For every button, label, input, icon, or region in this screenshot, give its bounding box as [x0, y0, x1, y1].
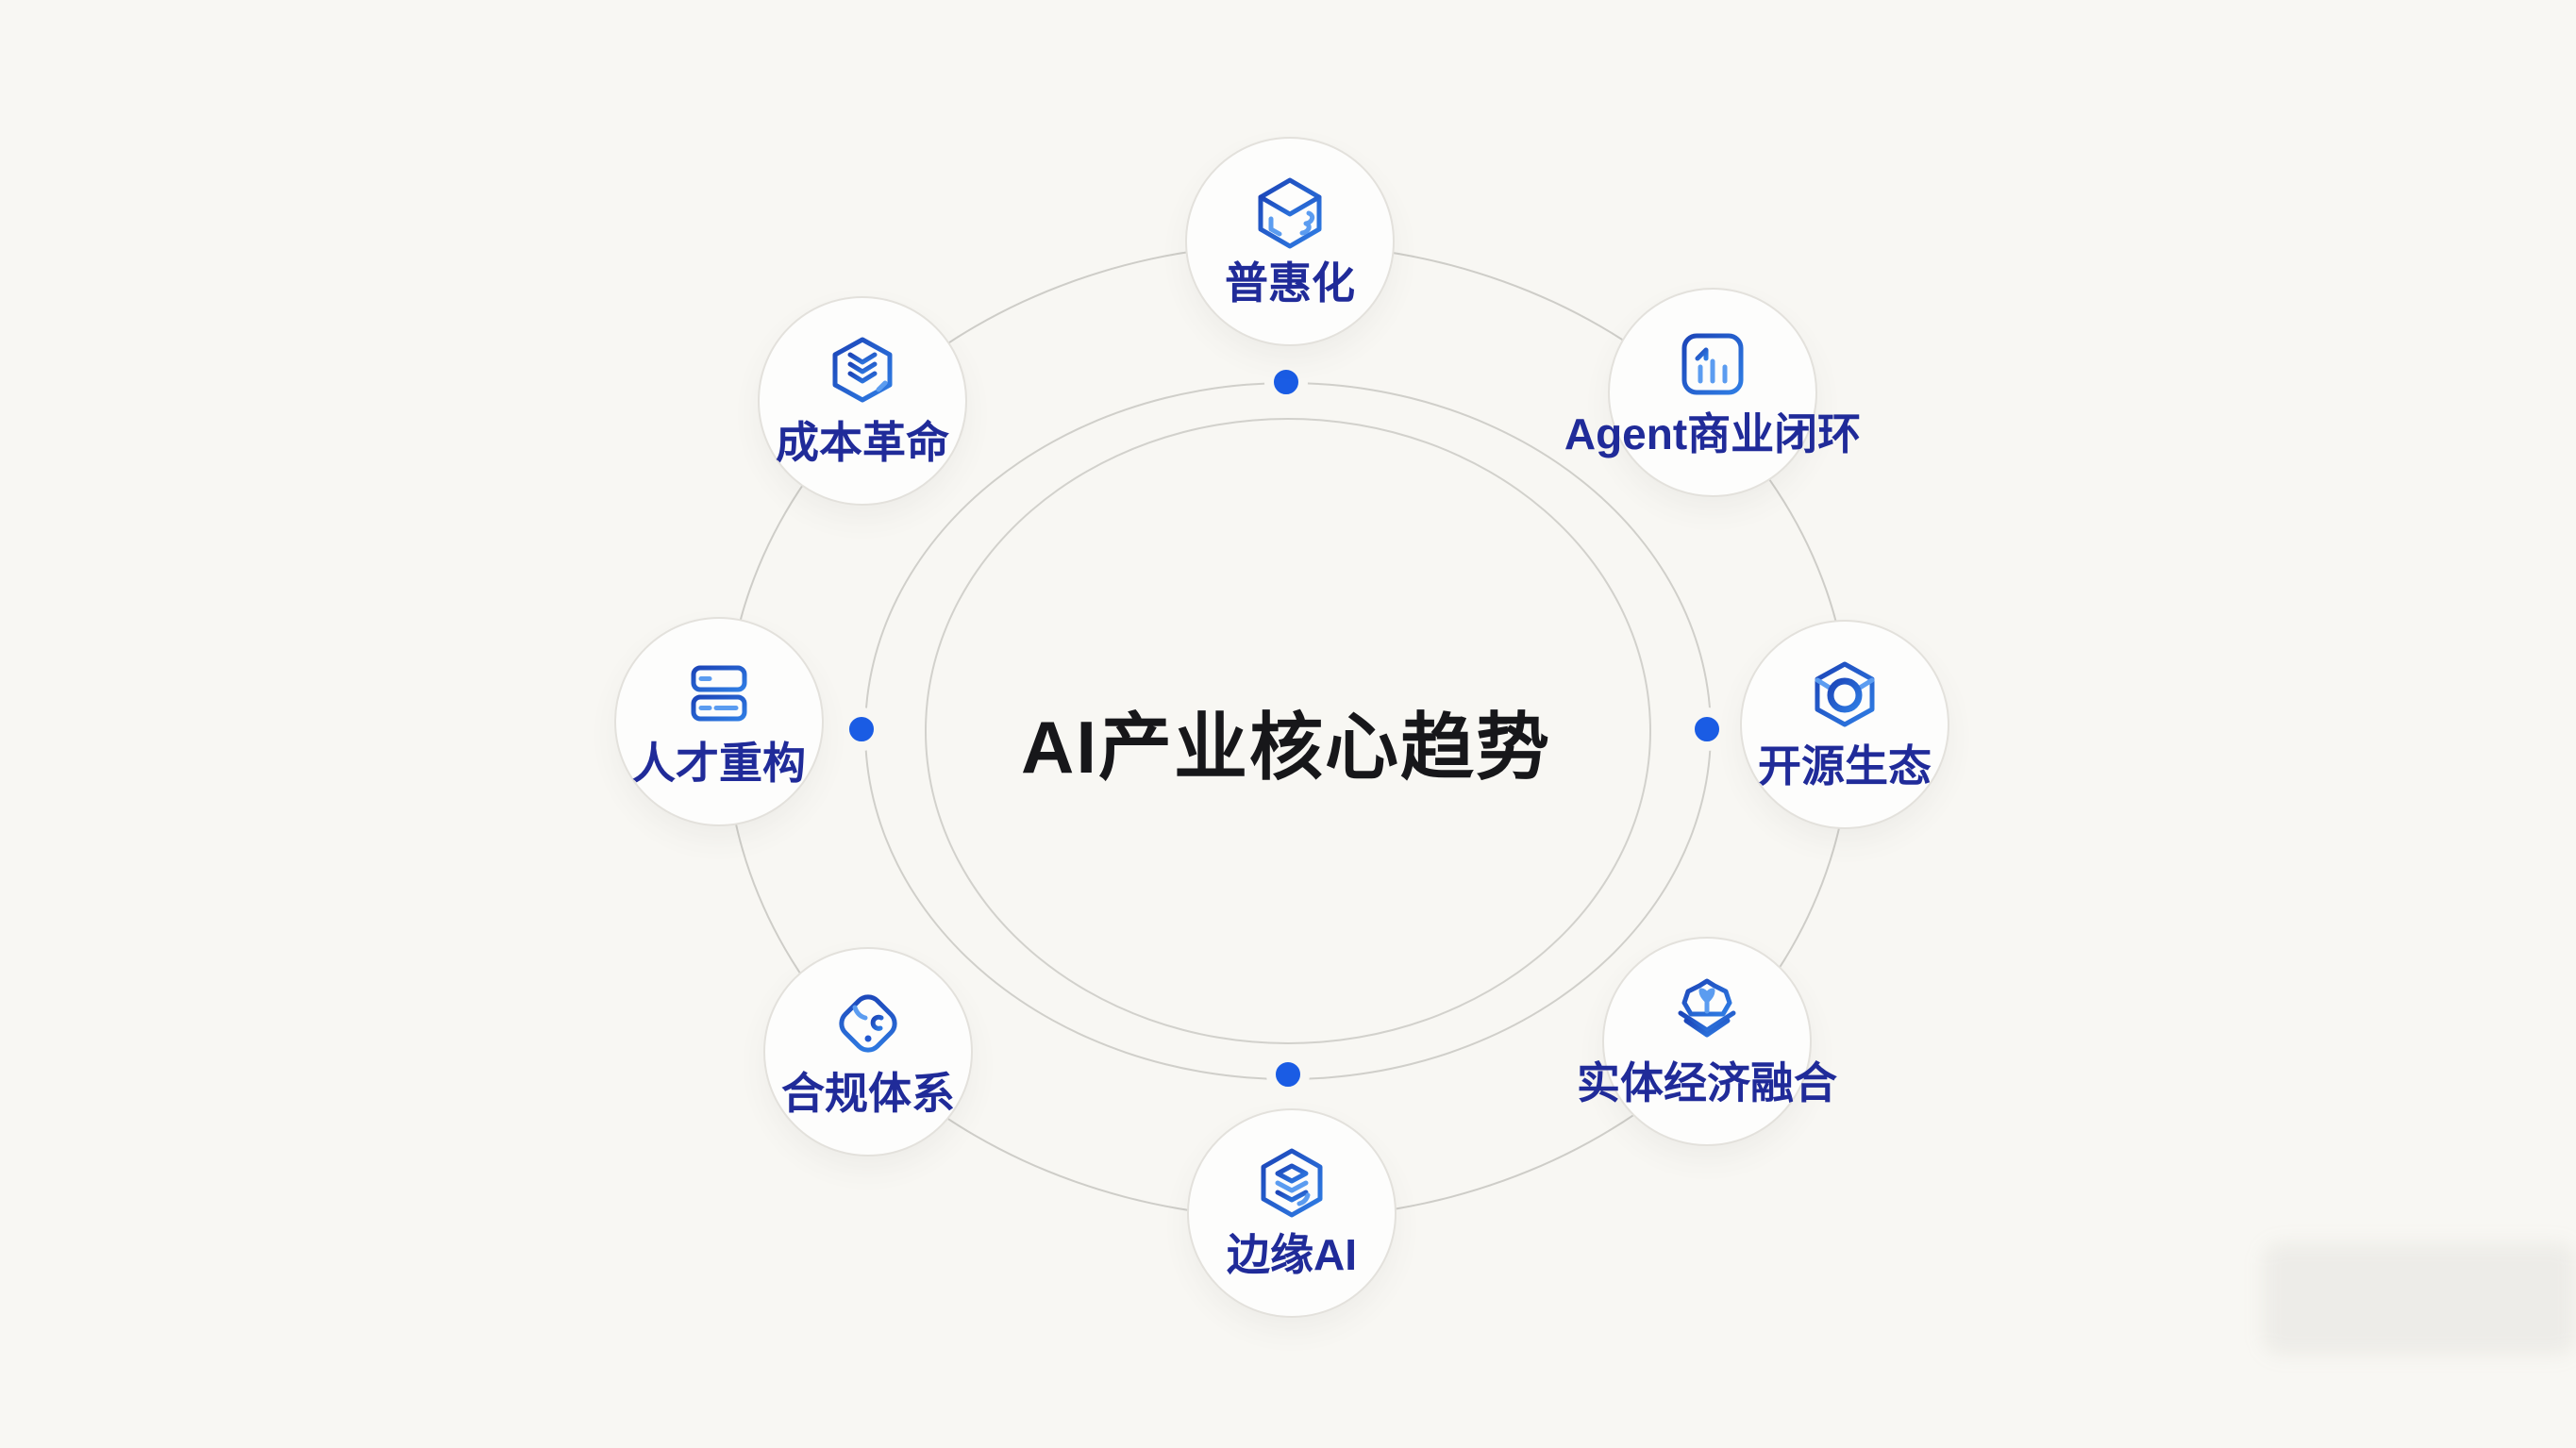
- node-talent: 人才重构: [614, 617, 824, 826]
- node-edge-ai: 边缘AI: [1187, 1108, 1397, 1318]
- node-label: 普惠化: [1225, 258, 1355, 308]
- orbit-dot-right: [1685, 707, 1729, 751]
- watermark-blur-patch: [2263, 1243, 2576, 1355]
- center-title: AI产业核心趋势: [1020, 706, 1552, 789]
- node-label: 开源生态: [1758, 741, 1932, 791]
- node-inclusive: 普惠化: [1185, 137, 1395, 346]
- fusion-box-icon: [1678, 978, 1736, 1038]
- node-open-source: 开源生态: [1740, 620, 1949, 829]
- node-label: 实体经济融合: [1577, 1057, 1837, 1107]
- orbit-dot-left: [840, 707, 883, 751]
- node-label: 合规体系: [781, 1068, 955, 1118]
- node-compliance: 合规体系: [763, 947, 973, 1157]
- seal-icon: [839, 994, 897, 1053]
- node-agent-loop: Agent商业闭环: [1564, 288, 1861, 497]
- chevron-hex-icon: [832, 337, 893, 403]
- node-label: Agent商业闭环: [1564, 408, 1862, 458]
- orbit-dot-bottom: [1266, 1053, 1310, 1096]
- cube-icon: [1258, 177, 1322, 249]
- node-label: 人才重构: [632, 738, 806, 788]
- node-label: 成本革命: [776, 417, 949, 467]
- layer-stack-icon: [1261, 1148, 1323, 1218]
- orbit-dot-top: [1264, 360, 1308, 404]
- hex-nut-icon: [1815, 661, 1875, 727]
- inner-circle: [925, 418, 1651, 1044]
- node-label: 边缘AI: [1227, 1229, 1357, 1279]
- bar-chart-icon: [1681, 333, 1744, 395]
- server-rack-icon: [691, 665, 747, 722]
- node-cost: 成本革命: [758, 296, 967, 506]
- node-economy-fusion: 实体经济融合: [1577, 937, 1837, 1146]
